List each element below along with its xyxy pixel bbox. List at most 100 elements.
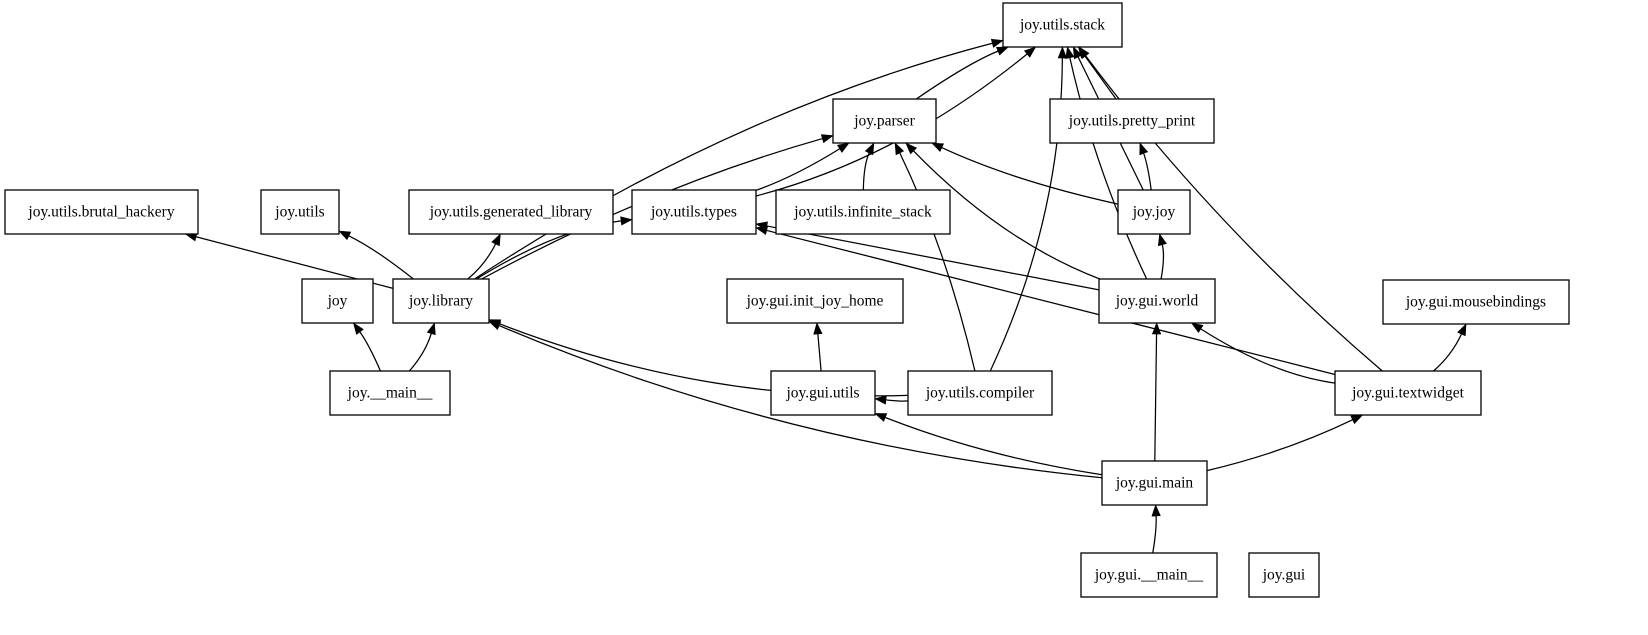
node-label: joy.gui — [1262, 567, 1306, 584]
graph-node-joy.utils.stack[interactable]: joy.utils.stack — [1002, 2, 1123, 48]
node-box — [631, 189, 757, 235]
node-label: joy — [327, 293, 348, 310]
node-layer: joy.utils.stack joy.parser joy.utils.prett… — [4, 2, 1570, 598]
arrowhead-icon — [1057, 46, 1068, 59]
node-box — [301, 278, 374, 324]
graph-node-joy.utils.types[interactable]: joy.utils.types — [631, 189, 757, 235]
edge-joy.gui.main-to-joy.gui.world — [1154, 332, 1158, 462]
arrowhead-icon — [491, 233, 501, 247]
node-label: joy.utils.types — [650, 204, 737, 221]
node-label: joy.library — [408, 293, 473, 310]
graph-node-joy.library[interactable]: joy.library — [392, 278, 490, 324]
arrowhead-icon — [874, 413, 888, 422]
graph-node-joy.joy[interactable]: joy.joy — [1117, 189, 1191, 235]
node-label: joy.joy — [1132, 204, 1176, 221]
graph-node-joy.gui.main[interactable]: joy.gui.main — [1101, 460, 1208, 506]
arrowhead-icon — [864, 142, 875, 156]
node-label: joy.parser — [853, 113, 915, 130]
node-label: joy.utils.brutal_hackery — [27, 204, 174, 221]
node-label: joy.utils.infinite_stack — [793, 204, 932, 221]
arrowhead-icon — [990, 38, 1004, 48]
node-box — [329, 370, 451, 416]
node-box — [1080, 552, 1218, 598]
edge-joy.utils.pretty_print-to-joy.utils.stack — [1083, 54, 1117, 100]
graph-node-joy.utils.generated_library[interactable]: joy.utils.generated_library — [408, 189, 614, 235]
graph-node-joy.gui.mousebindings[interactable]: joy.gui.mousebindings — [1382, 279, 1570, 325]
node-label: joy.gui.textwidget — [1351, 385, 1464, 402]
edge-joy.gui.textwidget-to-joy.gui.world — [1199, 327, 1336, 384]
graph-node-joy.utils.brutal_hackery[interactable]: joy.utils.brutal_hackery — [4, 189, 199, 235]
node-box — [260, 189, 340, 235]
arrowhead-icon — [338, 230, 352, 241]
arrowhead-icon — [620, 216, 633, 226]
graph-node-joy.gui.init_joy_home[interactable]: joy.gui.init_joy_home — [726, 278, 904, 324]
edge-joy.joy-to-joy.utils.pretty_print — [1142, 152, 1152, 191]
node-box — [1101, 460, 1208, 506]
arrowhead-icon — [996, 46, 1009, 56]
edge-joy.library-to-joy.utils.generated_library — [467, 242, 497, 280]
node-label: joy.utils.compiler — [925, 385, 1035, 402]
arrowhead-icon — [1072, 46, 1083, 60]
graph-node-joy.__main__[interactable]: joy.__main__ — [329, 370, 451, 416]
node-box — [907, 370, 1053, 416]
node-box — [1049, 98, 1215, 144]
arrowhead-icon — [894, 142, 905, 156]
arrowhead-icon — [1078, 46, 1090, 59]
edge-joy.gui.world-to-joy.parser — [912, 149, 1101, 280]
arrowhead-icon — [836, 142, 850, 153]
node-box — [770, 370, 876, 416]
edge-joy.parser-to-joy.utils.stack — [916, 50, 1000, 100]
graph-node-joy.gui.__main__[interactable]: joy.gui.__main__ — [1080, 552, 1218, 598]
graph-node-joy.utils[interactable]: joy.utils — [260, 189, 340, 235]
arrowhead-icon — [1065, 46, 1075, 60]
edge-joy.library-to-joy.utils.stack — [474, 42, 994, 280]
node-label: joy.gui.mousebindings — [1405, 294, 1546, 311]
arrowhead-icon — [1457, 323, 1467, 337]
edge-joy.utils.compiler-to-joy.parser — [898, 151, 976, 372]
graph-node-joy[interactable]: joy — [301, 278, 374, 324]
graph-node-joy.utils.infinite_stack[interactable]: joy.utils.infinite_stack — [775, 189, 951, 235]
node-box — [1002, 2, 1123, 48]
node-box — [4, 189, 199, 235]
graph-node-joy.gui.world[interactable]: joy.gui.world — [1098, 278, 1216, 324]
edge-joy.gui.main-to-joy.library — [497, 324, 1103, 479]
node-label: joy.gui.__main__ — [1094, 567, 1204, 584]
graph-node-joy.utils.compiler[interactable]: joy.utils.compiler — [907, 370, 1053, 416]
edge-joy.gui.world-to-joy.joy — [1160, 243, 1165, 280]
node-label: joy.gui.world — [1115, 293, 1199, 310]
graph-node-joy.gui.utils[interactable]: joy.gui.utils — [770, 370, 876, 416]
edge-joy.gui.textwidget-to-joy.utils.types — [765, 229, 1336, 376]
edge-joy.joy-to-joy.parser — [940, 146, 1119, 205]
node-box — [1334, 370, 1482, 416]
arrowhead-icon — [1151, 504, 1161, 517]
edge-joy.library-to-joy.utils — [347, 234, 414, 280]
graph-node-joy.parser[interactable]: joy.parser — [832, 98, 937, 144]
arrowhead-icon — [1190, 322, 1204, 333]
arrowhead-icon — [874, 395, 887, 405]
node-box — [1248, 552, 1320, 598]
node-label: joy.utils — [274, 204, 324, 221]
node-box — [1382, 279, 1570, 325]
edge-joy.gui.textwidget-to-joy.gui.mousebindings — [1433, 332, 1463, 372]
graph-node-joy.gui.textwidget[interactable]: joy.gui.textwidget — [1334, 370, 1482, 416]
arrowhead-icon — [488, 321, 502, 331]
edge-joy.gui.world-to-joy.utils.stack — [1069, 56, 1148, 280]
graph-node-joy.gui[interactable]: joy.gui — [1248, 552, 1320, 598]
node-box — [832, 98, 937, 144]
arrowhead-icon — [1139, 142, 1149, 156]
node-box — [726, 278, 904, 324]
node-box — [1117, 189, 1191, 235]
node-label: joy.gui.init_joy_home — [746, 293, 884, 310]
edge-joy.utils.infinite_stack-to-joy.parser — [862, 151, 871, 191]
node-label: joy.__main__ — [347, 385, 433, 402]
edge-joy.gui.main-to-joy.gui.textwidget — [1206, 418, 1354, 472]
arrowhead-icon — [905, 142, 918, 155]
node-label: joy.utils.generated_library — [429, 204, 593, 221]
arrowhead-icon — [426, 322, 436, 336]
arrowhead-icon — [1157, 233, 1167, 247]
edge-joy.gui.__main__-to-joy.gui.main — [1152, 514, 1157, 554]
arrowhead-icon — [820, 134, 834, 144]
graph-node-joy.utils.pretty_print[interactable]: joy.utils.pretty_print — [1049, 98, 1215, 144]
